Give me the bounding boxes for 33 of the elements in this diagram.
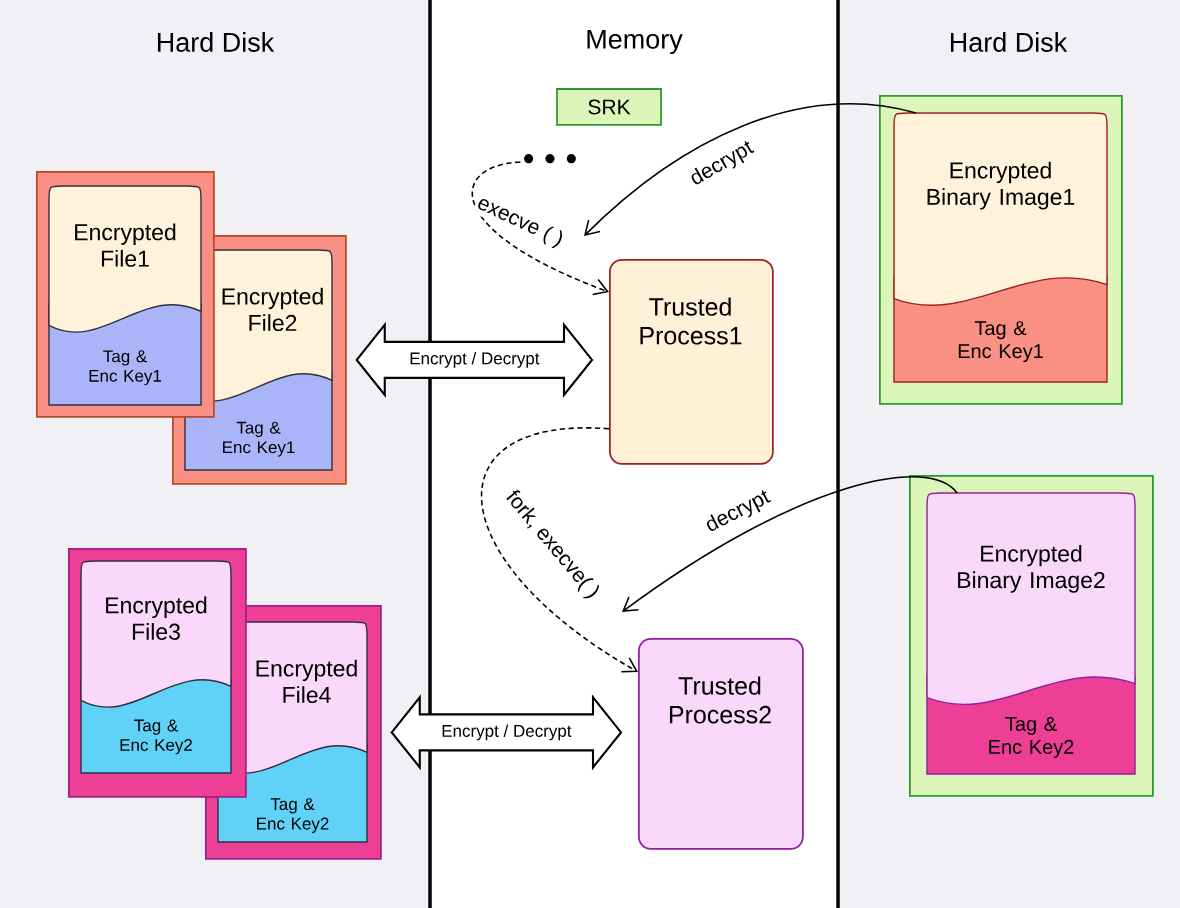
document-title: Encrypted File4 — [256, 659, 357, 704]
process-title: Trusted Process2 — [669, 676, 771, 724]
document-title: Encrypted File1 — [75, 223, 176, 267]
double-arrow — [390, 694, 623, 771]
edge-label: execve ( ) — [471, 191, 569, 253]
document-title: Encrypted File3 — [106, 596, 207, 640]
document-shape — [893, 112, 1108, 383]
key-label: Tag & Enc Key2 — [257, 798, 329, 833]
document-title: Encrypted Binary Image2 — [958, 544, 1105, 593]
document-title: Encrypted File2 — [222, 287, 323, 332]
double-arrow — [355, 321, 594, 398]
arrow — [622, 476, 958, 612]
key-label: Tag & Enc Key1 — [223, 421, 295, 457]
arrow — [471, 161, 609, 296]
column-heading: Memory — [587, 29, 683, 55]
process-box — [609, 259, 774, 465]
document-shape — [48, 185, 202, 406]
key-label: Tag & Enc Key1 — [958, 321, 1043, 363]
arrow-label: Encrypt / Decrypt — [410, 351, 540, 368]
column-heading: Hard Disk — [950, 32, 1068, 52]
key-label: Tag & Enc Key2 — [120, 719, 192, 755]
arrow — [481, 427, 638, 673]
document-shape — [80, 560, 232, 774]
process-box — [638, 638, 804, 850]
document-title: Encrypted Binary Image1 — [927, 161, 1075, 210]
ellipsis: • • • — [524, 154, 576, 164]
document-shape — [926, 492, 1136, 775]
key-box: SRK — [556, 88, 662, 126]
key-label: Tag & Enc Key1 — [89, 350, 161, 386]
arrow-label: Encrypt / Decrypt — [442, 724, 572, 741]
column-heading: Hard Disk — [157, 32, 275, 52]
process-title: Trusted Process1 — [640, 297, 742, 345]
key-label: Tag & Enc Key2 — [989, 716, 1074, 758]
